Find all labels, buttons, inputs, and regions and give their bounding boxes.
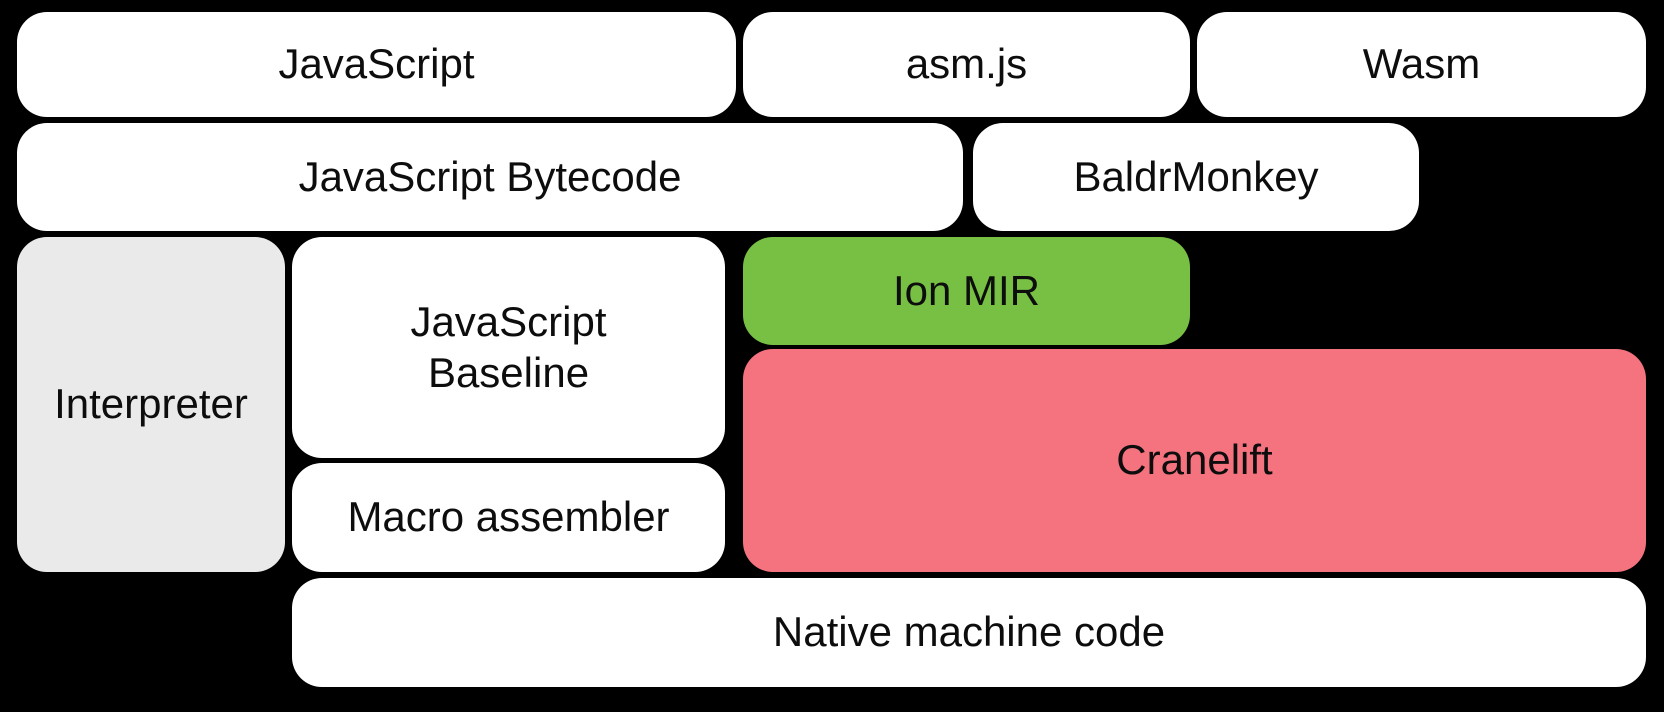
node-asmjs-label: asm.js xyxy=(905,40,1028,88)
node-baldrmonkey: BaldrMonkey xyxy=(973,123,1419,231)
node-macro-assembler: Macro assembler xyxy=(292,463,725,572)
node-cranelift: Cranelift xyxy=(743,349,1646,572)
node-javascript-bytecode: JavaScript Bytecode xyxy=(17,123,963,231)
node-cranelift-label: Cranelift xyxy=(1116,436,1273,484)
node-javascript-bytecode-label: JavaScript Bytecode xyxy=(298,152,682,200)
node-javascript-baseline: JavaScript Baseline xyxy=(292,237,725,458)
node-javascript-label: JavaScript xyxy=(278,40,475,88)
node-wasm: Wasm xyxy=(1197,12,1646,117)
node-javascript-baseline-label: JavaScript Baseline xyxy=(410,298,607,396)
node-macro-assembler-label: Macro assembler xyxy=(347,493,670,541)
node-wasm-label: Wasm xyxy=(1362,40,1481,88)
node-ion-mir-label: Ion MIR xyxy=(892,266,1041,314)
node-asmjs: asm.js xyxy=(743,12,1190,117)
node-javascript: JavaScript xyxy=(17,12,736,117)
node-native-machine-code-label: Native machine code xyxy=(772,608,1166,656)
node-baldrmonkey-label: BaldrMonkey xyxy=(1073,152,1319,200)
node-native-machine-code: Native machine code xyxy=(292,578,1646,687)
node-interpreter-label: Interpreter xyxy=(54,380,248,428)
node-ion-mir: Ion MIR xyxy=(743,237,1190,345)
node-interpreter: Interpreter xyxy=(17,237,285,572)
